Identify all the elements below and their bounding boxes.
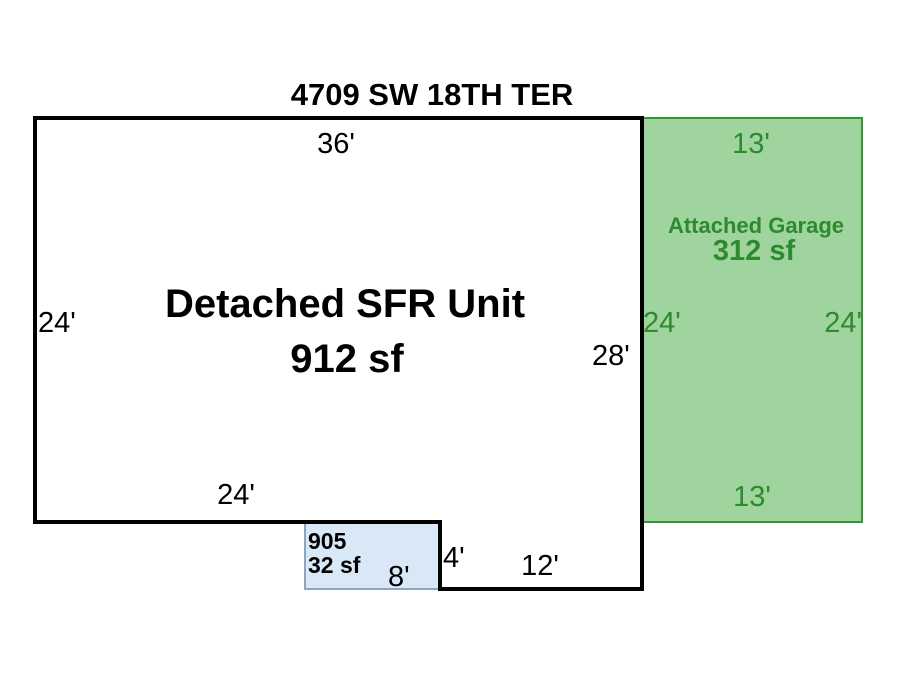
main-bottom-right-dimension: 12' [521, 550, 559, 582]
small-area-dimension: 8' [388, 561, 410, 593]
garage-name: Attached Garage [668, 213, 844, 238]
small-area-code: 905 [308, 528, 347, 554]
garage-area-label: 312 sf [713, 235, 796, 267]
garage-bottom-dimension: 13' [733, 481, 771, 513]
main-left-dimension: 24' [38, 307, 76, 339]
main-unit-area: 912 sf [290, 337, 404, 381]
notch-side-dimension: 4' [443, 542, 465, 574]
main-bottom-left-dimension: 24' [217, 479, 255, 511]
main-top-dimension: 36' [317, 128, 355, 160]
garage-top-dimension: 13' [732, 128, 770, 160]
garage-area-block [641, 117, 863, 523]
garage-left-dimension: 24' [643, 307, 681, 339]
main-unit-outline [33, 116, 644, 591]
small-area-size: 32 sf [308, 552, 361, 578]
address-title: 4709 SW 18TH TER [291, 77, 574, 112]
main-unit-name: Detached SFR Unit [165, 282, 525, 326]
main-right-dimension: 28' [592, 340, 630, 372]
small-area-block [304, 521, 441, 590]
garage-right-dimension: 24' [824, 307, 862, 339]
